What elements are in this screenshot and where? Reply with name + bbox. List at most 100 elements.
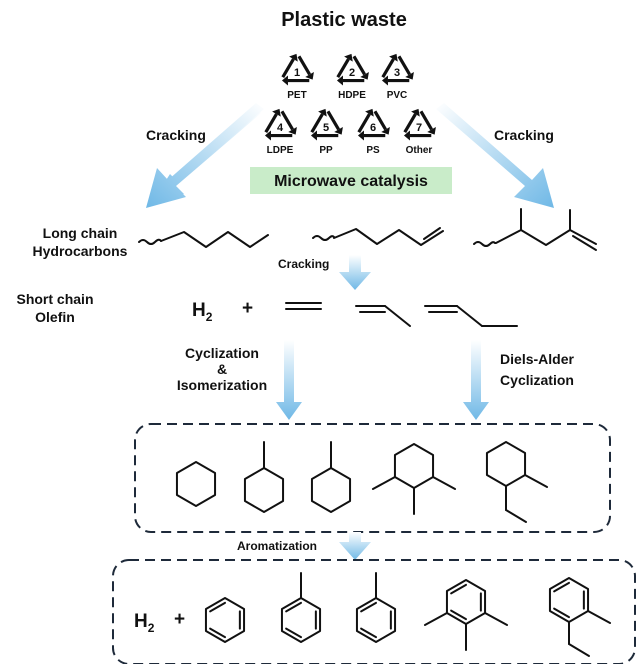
hydrogen-bottom: H2 <box>134 611 155 635</box>
aromatic-double-bond <box>450 583 467 595</box>
recycle-arrow-head <box>405 71 414 80</box>
recycle-arrow-segment <box>297 55 311 76</box>
recycle-code: LDPE <box>267 145 294 156</box>
recycle-arrow-segment <box>280 110 294 131</box>
recycle-arrow-head <box>403 130 410 141</box>
short-chain-label-line1: Short chain <box>16 291 93 307</box>
methylcyclohexane-structure <box>243 441 285 513</box>
recycle-arrow-head <box>365 108 374 117</box>
recycle-arrow-segment <box>352 55 366 76</box>
aromatic-double-bond <box>360 627 377 639</box>
recycle-arrow-head <box>411 108 420 117</box>
recycle-arrow-segment <box>419 110 433 131</box>
cracking-middle-label: Cracking <box>278 257 329 271</box>
recycle-arrow-head <box>318 108 327 117</box>
recycle-arrow-segment <box>336 58 350 79</box>
cyclization-label-line2: & <box>217 361 227 377</box>
benzene-structure <box>204 597 246 643</box>
recycle-arrow-head <box>344 53 353 62</box>
recycle-number: 6 <box>370 122 376 134</box>
aromatic-double-bond <box>553 607 570 619</box>
propylene-structure <box>355 305 411 327</box>
plus-bottom: + <box>174 609 185 630</box>
toluene-structure <box>355 572 397 643</box>
aromatic-double-bond <box>285 601 302 613</box>
recycle-arrow-head <box>427 126 436 135</box>
aromatization-label: Aromatization <box>237 539 317 553</box>
aromatic-double-bond <box>209 627 226 639</box>
hydrogen-top-subscript: 2 <box>206 310 213 324</box>
recycle-arrow-head <box>360 71 369 80</box>
diels-alder-label-line1: Diels-Alder <box>500 351 574 367</box>
recycle-arrow-segment <box>357 113 371 134</box>
cracking-arrow-left <box>146 103 264 208</box>
recycle-number: 2 <box>349 67 355 79</box>
hydrogen-bottom-symbol: H <box>134 611 148 632</box>
diels-alder-arrow <box>463 340 489 420</box>
aromatic-double-bond <box>285 627 302 639</box>
cyclohexane-structure <box>175 461 217 507</box>
recycle-arrow-head <box>381 75 388 86</box>
branched-alkene-chain-structure <box>473 208 597 251</box>
recycle-code: PS <box>366 145 380 156</box>
recycle-arrow-segment <box>403 113 417 134</box>
ethylmethylcyclohexane-structure <box>485 441 549 523</box>
hydrogen-top: H2 <box>192 300 213 324</box>
cycloalkane-structures <box>175 441 549 523</box>
substituent-bond <box>505 509 527 523</box>
microwave-catalysis-label: Microwave catalysis <box>274 173 428 190</box>
ethylmethylbenzene-structure <box>548 577 612 657</box>
recycle-number: 5 <box>323 122 329 134</box>
recycle-arrow-head <box>264 130 271 141</box>
substituent-bond <box>371 476 396 490</box>
cycloalkane-box <box>134 423 611 533</box>
substituent-bond <box>423 612 448 626</box>
cracking-arrow-right <box>436 103 554 208</box>
substituent-bond <box>432 476 457 490</box>
trimethylcyclohexane-structure <box>371 443 457 515</box>
hydrogen-top-symbol: H <box>192 300 206 321</box>
recycle-number: 7 <box>416 122 422 134</box>
cyclization-label-line1: Cyclization <box>185 345 259 361</box>
aromatization-arrow <box>339 532 371 560</box>
ethylene-structure <box>285 302 322 310</box>
long-chain-label-line2: Hydrocarbons <box>33 243 128 259</box>
recycle-arrow-head <box>288 126 297 135</box>
recycle-arrow-head <box>357 130 364 141</box>
aromatic-double-bond <box>553 581 570 593</box>
recycle-arrow-head <box>389 53 398 62</box>
recycle-code: HDPE <box>338 90 366 101</box>
recycle-arrow-head <box>310 130 317 141</box>
recycle-arrow-segment <box>381 58 395 79</box>
aromatic-structures <box>204 572 612 657</box>
trimethylbenzene-structure <box>423 579 509 651</box>
microwave-catalysis-badge <box>250 167 452 194</box>
substituent-bond <box>587 610 612 624</box>
hydrogen-bottom-subscript: 2 <box>148 621 155 635</box>
toluene-structure <box>280 572 322 643</box>
recycle-arrow-segment <box>326 110 340 131</box>
diels-alder-label-line2: Cyclization <box>500 372 574 388</box>
aromatic-box <box>112 559 636 664</box>
recycle-arrow-segment <box>373 110 387 131</box>
substituent-bond <box>484 612 509 626</box>
recycle-arrow-head <box>336 75 343 86</box>
recycle-arrow-head <box>272 108 281 117</box>
long-chain-label-line1: Long chain <box>43 225 118 241</box>
recycle-arrow-segment <box>281 58 295 79</box>
recycle-arrow-head <box>334 126 343 135</box>
short-chain-label-line2: Olefin <box>35 309 75 325</box>
cracking-arrow-middle <box>339 255 371 290</box>
title: Plastic waste <box>281 9 407 31</box>
recycle-arrow-segment <box>310 113 324 134</box>
recycle-code: PET <box>287 90 306 101</box>
recycle-code: PVC <box>387 90 408 101</box>
substituent-bond <box>568 643 590 657</box>
